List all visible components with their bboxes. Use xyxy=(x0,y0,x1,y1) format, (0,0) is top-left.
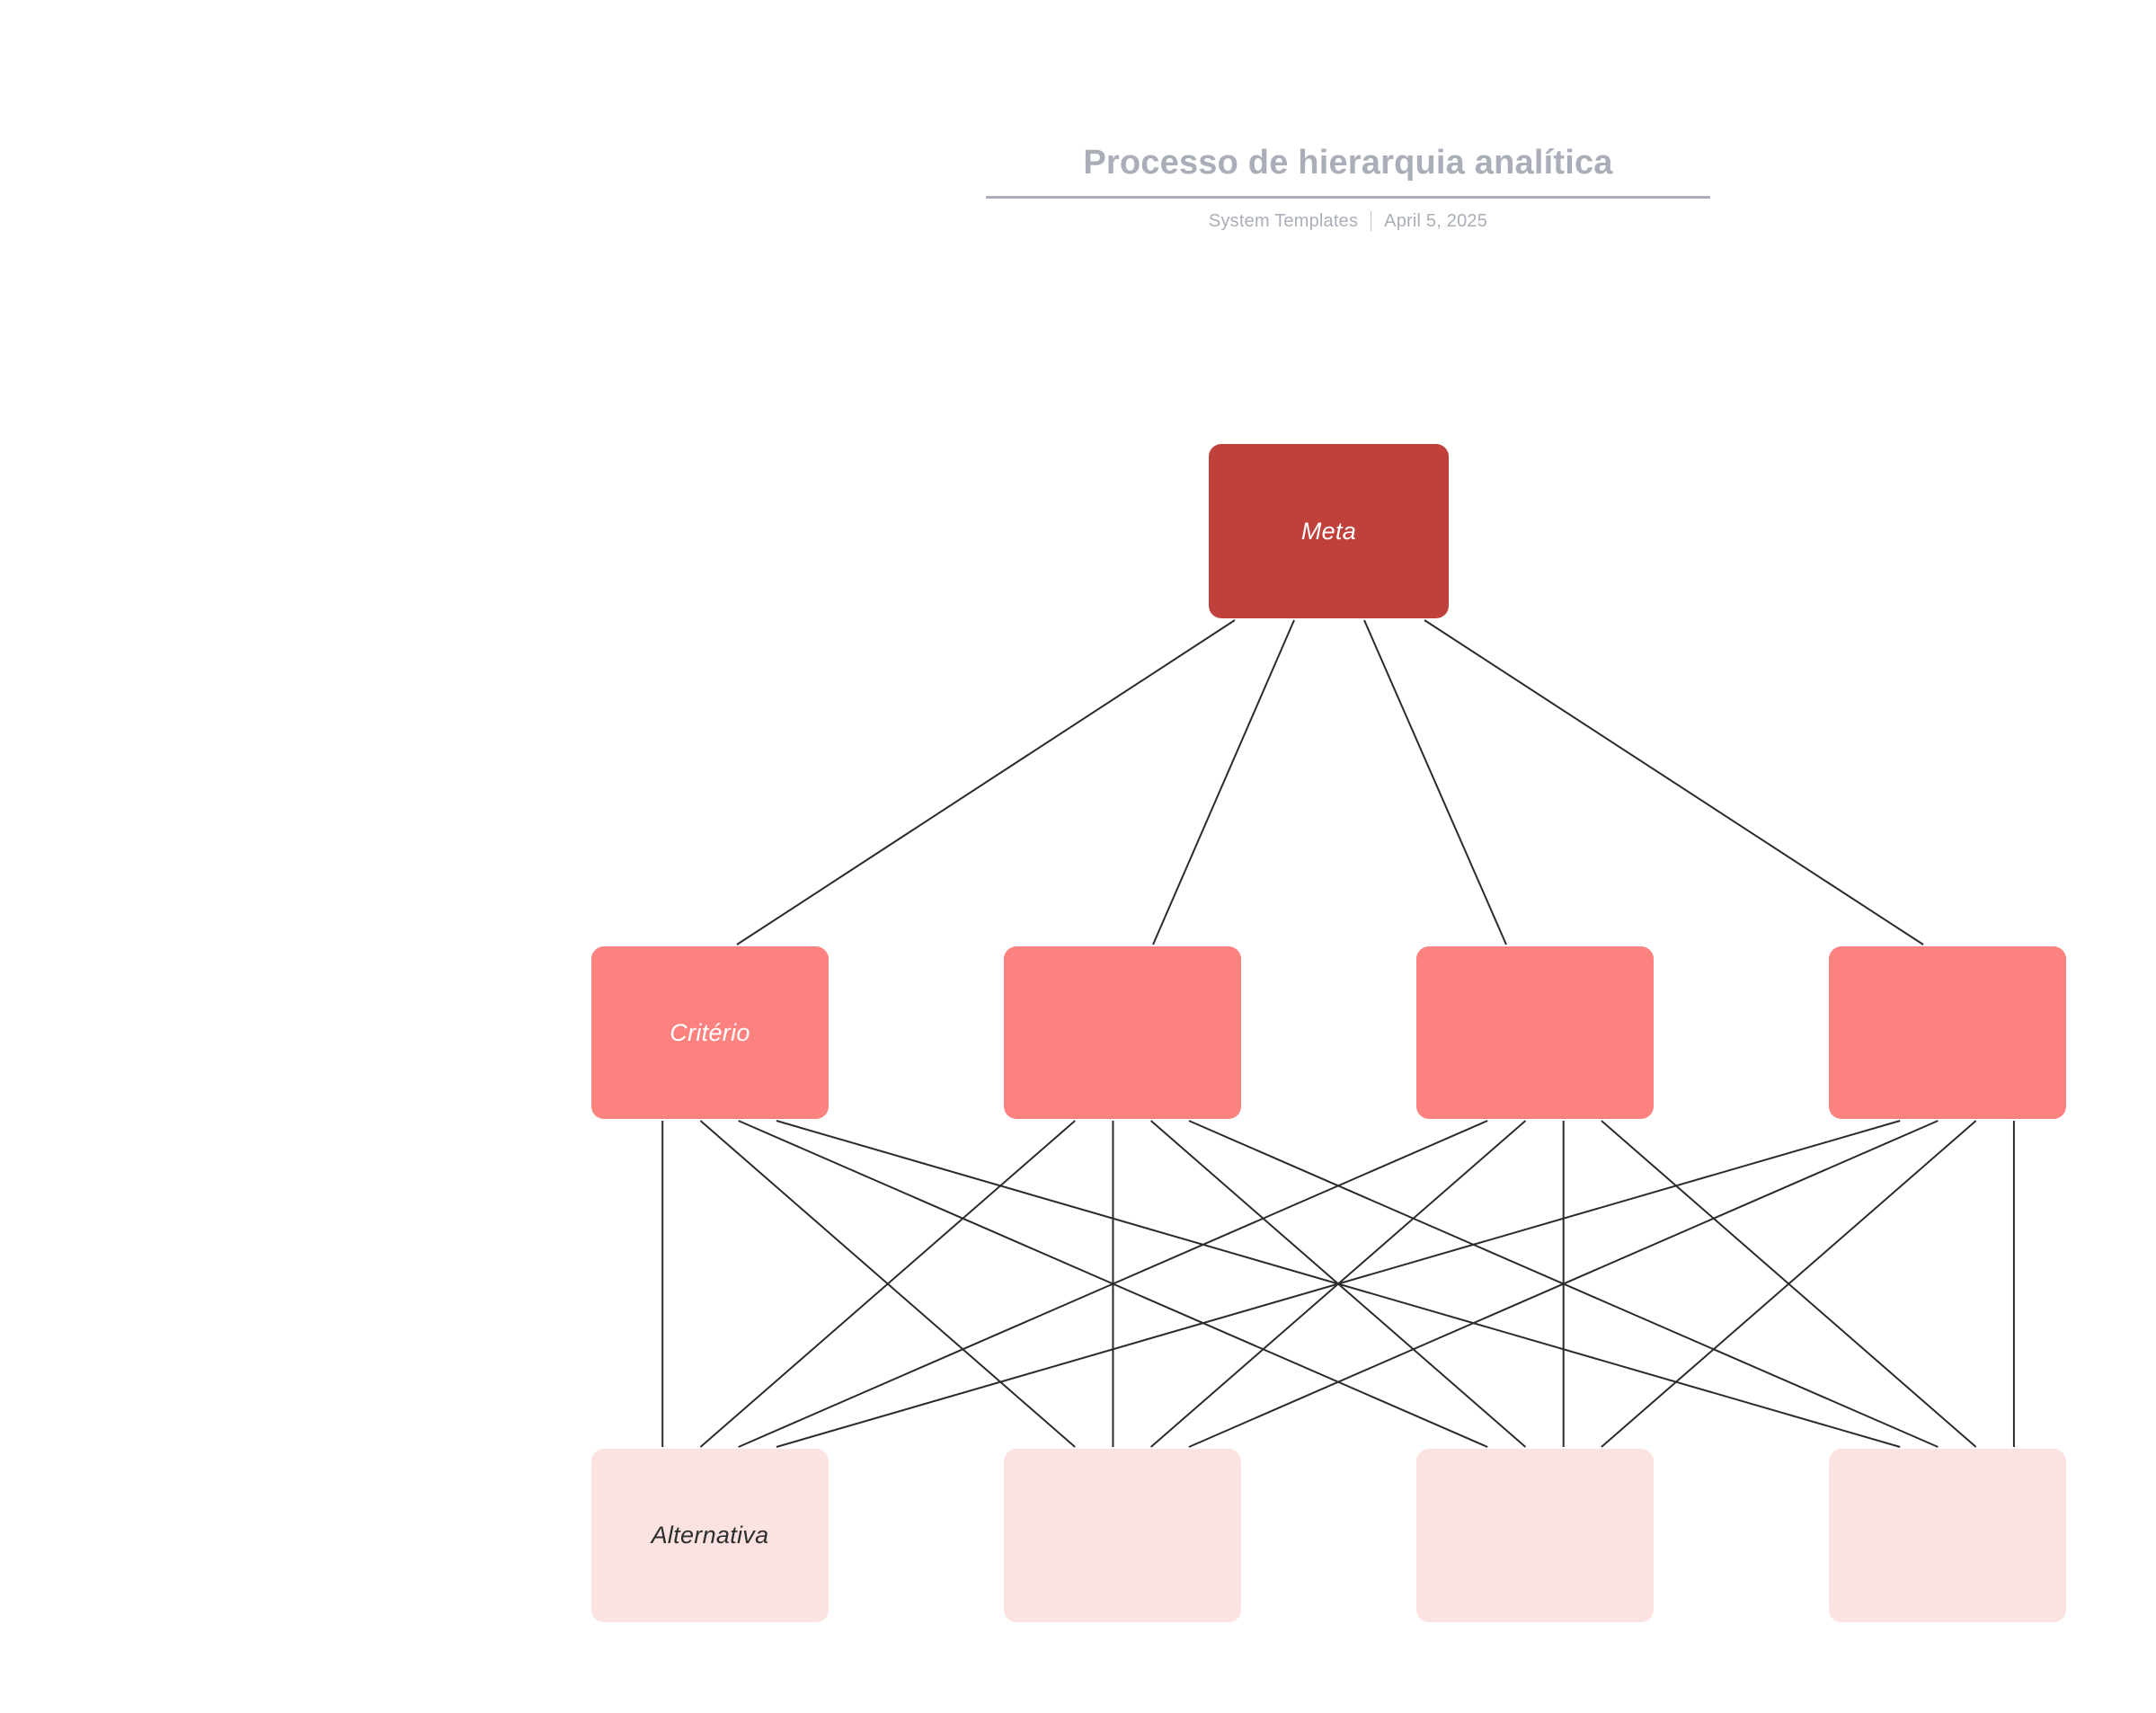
node-criterion-3[interactable] xyxy=(1416,946,1654,1119)
edge-criterion-3-to-alternative-1 xyxy=(738,1120,1488,1448)
edge-goal-to-criterion-4 xyxy=(1424,619,1924,945)
node-label: Meta xyxy=(1300,517,1357,545)
edge-goal-to-criterion-2 xyxy=(1152,619,1295,945)
node-alternative-3[interactable] xyxy=(1416,1449,1654,1622)
edge-criterion-2-to-alternative-1 xyxy=(699,1120,1076,1448)
node-goal-1[interactable]: Meta xyxy=(1209,444,1449,618)
edge-criterion-4-to-alternative-3 xyxy=(1601,1120,1977,1448)
edge-criterion-4-to-alternative-2 xyxy=(1188,1120,1939,1448)
edge-goal-to-criterion-1 xyxy=(736,619,1236,945)
edge-goal-to-criterion-3 xyxy=(1363,619,1507,945)
node-criterion-1[interactable]: Critério xyxy=(591,946,829,1119)
node-label: Alternativa xyxy=(651,1522,769,1549)
node-label: Critério xyxy=(670,1018,750,1046)
node-alternative-1[interactable]: Alternativa xyxy=(591,1449,829,1622)
node-criterion-4[interactable] xyxy=(1829,946,2066,1119)
node-criterion-2[interactable] xyxy=(1004,946,1241,1119)
node-alternative-4[interactable] xyxy=(1829,1449,2066,1622)
node-alternative-2[interactable] xyxy=(1004,1449,1241,1622)
edge-criterion-4-to-alternative-1 xyxy=(776,1120,1901,1448)
